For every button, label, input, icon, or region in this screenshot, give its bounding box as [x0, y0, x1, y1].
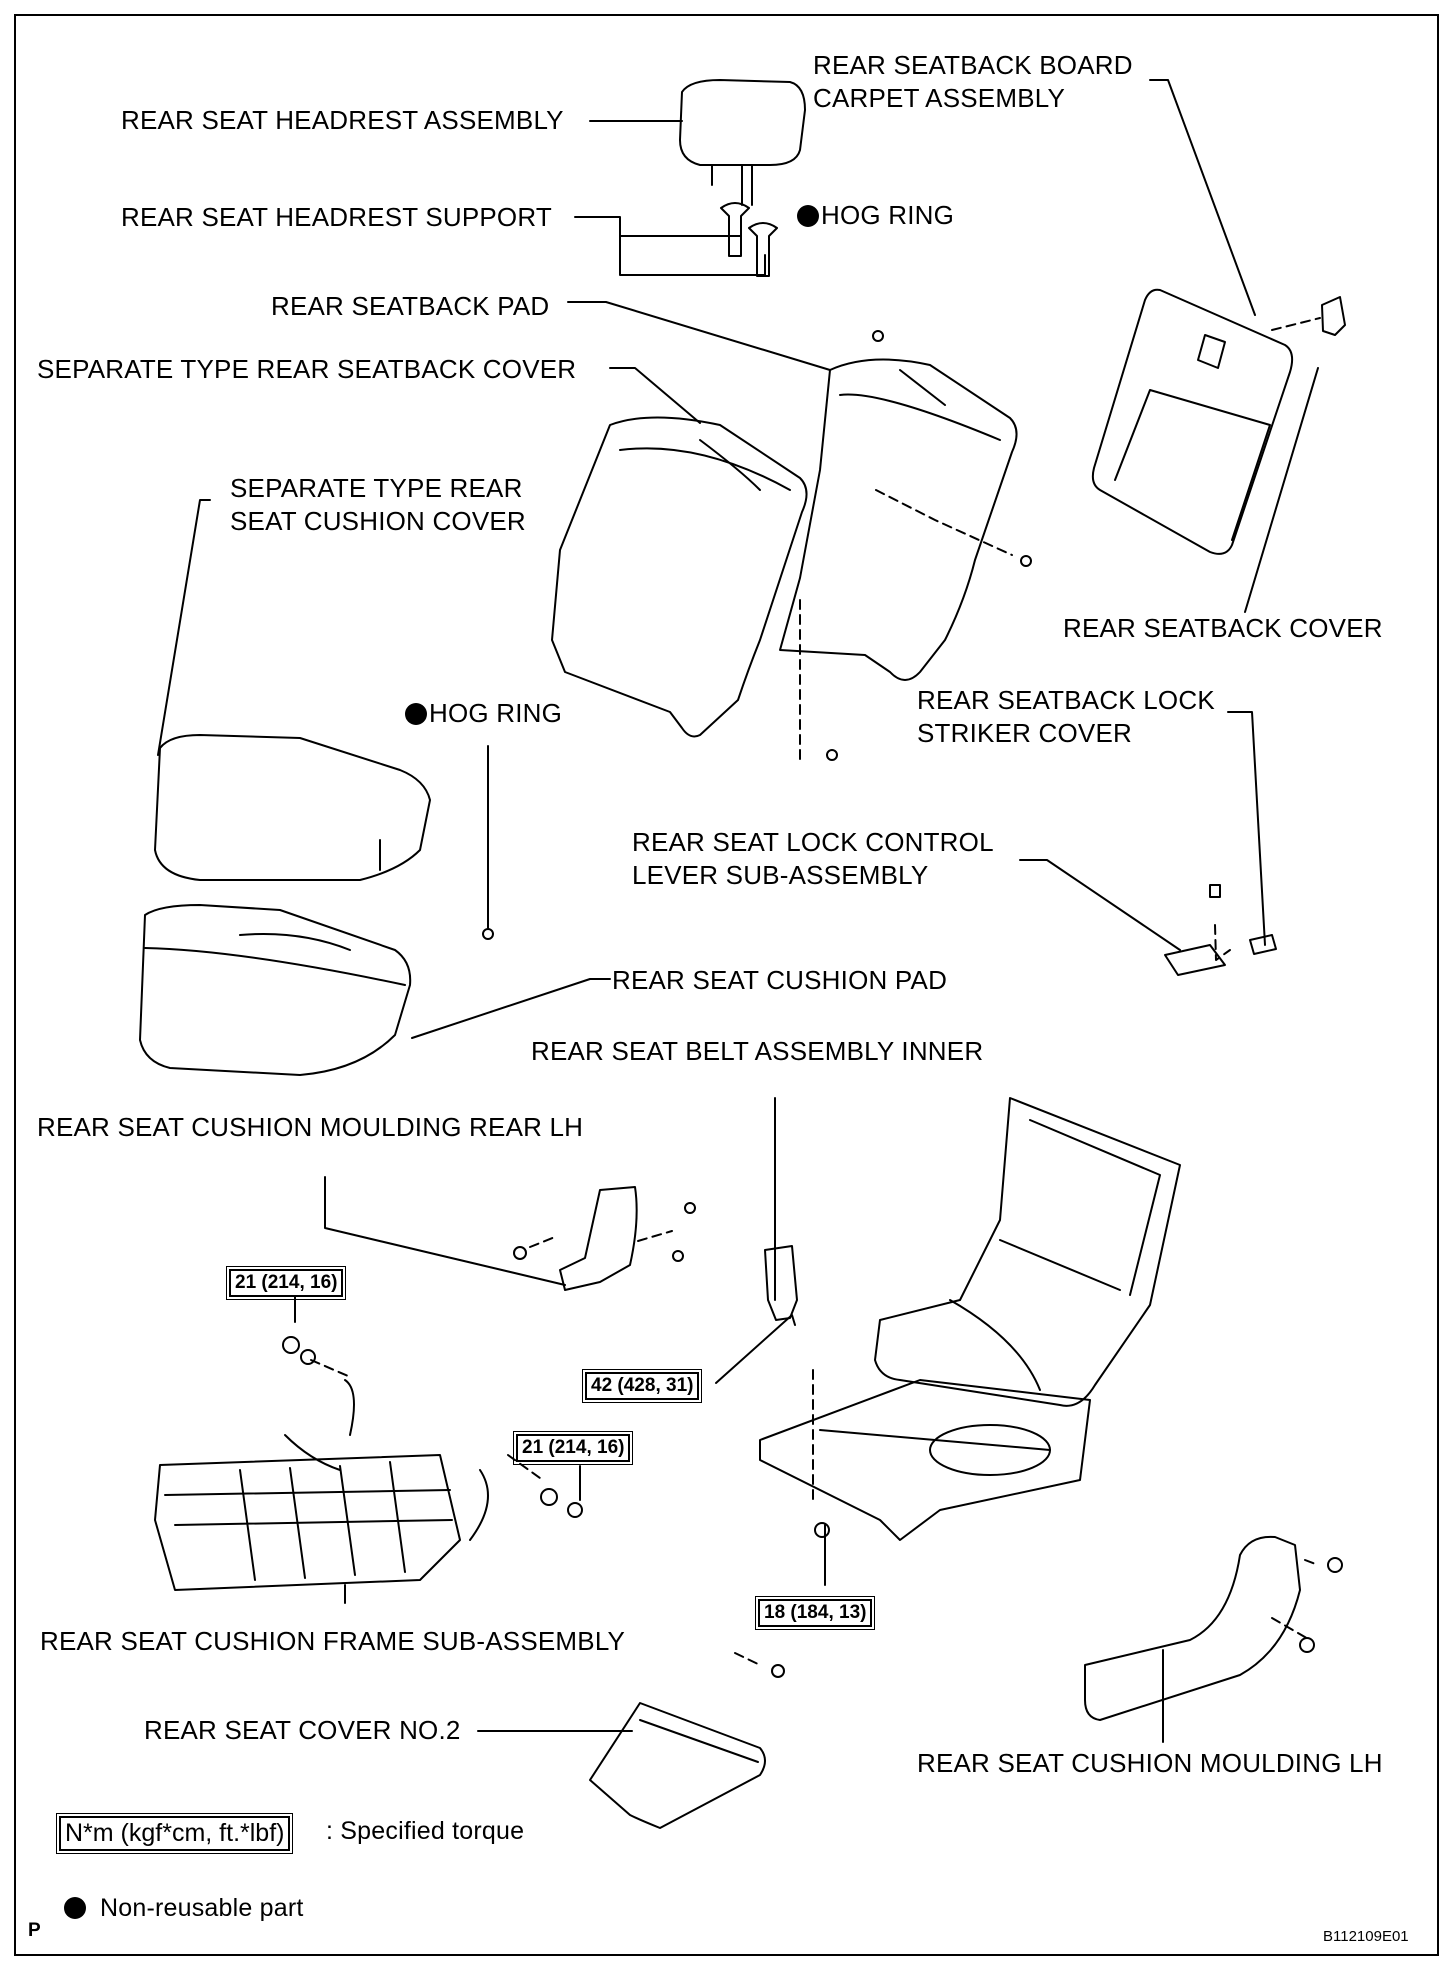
moulding-lh-drawing [1084, 1535, 1301, 1721]
cushion-cover-drawing [154, 734, 431, 881]
torque-spec-frame-rear: 21 (214, 16) [225, 1266, 347, 1300]
cushion-pad-drawing [139, 904, 412, 1076]
hog-ring-text: HOG RING [821, 200, 955, 230]
label-lock-lever-line2: LEVER SUB-ASSEMBLY [632, 860, 929, 890]
hog-ring-mid-drawing [482, 928, 494, 940]
label-moulding-rear-lh: REAR SEAT CUSHION MOULDING REAR LH [37, 1112, 584, 1142]
headrest-supports-drawing [720, 202, 778, 277]
figure-code: B112109E01 [1323, 1928, 1409, 1945]
torque-spec-frame-side: 21 (214, 16) [512, 1431, 634, 1465]
striker-clip-drawing [1321, 296, 1346, 336]
legend-nonreusable-text: Non-reusable part [100, 1894, 304, 1922]
seatback-cover-separate-drawing [551, 416, 808, 738]
label-board-carpet-line2: CARPET ASSEMBLY [813, 83, 1066, 113]
page-mark: P [28, 1920, 41, 1941]
fasteners-drawing [282, 555, 1343, 1678]
label-hog-ring-mid: HOG RING [405, 697, 562, 730]
label-seatback-cover: REAR SEATBACK COVER [1063, 613, 1383, 643]
torque-spec-seatback-frame: 18 (184, 13) [754, 1596, 876, 1630]
label-cushion-pad: REAR SEAT CUSHION PAD [612, 965, 948, 995]
nonreusable-dot-icon [64, 1897, 86, 1919]
hog-ring-top-drawing [872, 330, 884, 342]
diagram-frame [14, 14, 1439, 1956]
hog-ring-text: HOG RING [429, 698, 563, 728]
label-cover-no2: REAR SEAT COVER NO.2 [144, 1715, 461, 1745]
leader-lines [157, 79, 1319, 1743]
board-carpet-drawing [1091, 288, 1294, 555]
legend-torque-desc: : Specified torque [326, 1817, 525, 1845]
headrest-drawing [679, 79, 806, 206]
torque-spec-belt: 42 (428, 31) [581, 1369, 703, 1403]
label-headrest-support: REAR SEAT HEADREST SUPPORT [121, 202, 552, 232]
label-hog-ring-top: HOG RING [797, 199, 954, 232]
lock-lever-drawing [1164, 884, 1277, 976]
seatback-frame-drawing [759, 1097, 1181, 1541]
cushion-frame-drawing [154, 1379, 489, 1591]
label-cushion-cover-line1: SEPARATE TYPE REAR [230, 473, 523, 503]
label-cushion-cover-line2: SEAT CUSHION COVER [230, 506, 526, 536]
label-board-carpet-line1: REAR SEATBACK BOARD [813, 50, 1133, 80]
label-lock-lever-line1: REAR SEAT LOCK CONTROL [632, 827, 994, 857]
dashed-lines [310, 317, 1321, 1666]
label-seatback-cover-separate: SEPARATE TYPE REAR SEATBACK COVER [37, 354, 577, 384]
cover-no2-drawing [589, 1702, 766, 1829]
moulding-rear-lh-drawing [559, 1186, 638, 1291]
legend-nonreusable: Non-reusable part [64, 1892, 304, 1925]
label-lock-striker-line1: REAR SEATBACK LOCK [917, 685, 1215, 715]
legend-torque-box: N*m (kgf*cm, ft.*lbf) [55, 1813, 294, 1854]
label-cushion-frame: REAR SEAT CUSHION FRAME SUB-ASSEMBLY [40, 1626, 626, 1656]
label-belt-inner: REAR SEAT BELT ASSEMBLY INNER [531, 1036, 984, 1066]
label-moulding-lh: REAR SEAT CUSHION MOULDING LH [917, 1748, 1383, 1778]
nonreusable-dot-icon [797, 205, 819, 227]
label-lock-striker-line2: STRIKER COVER [917, 718, 1132, 748]
label-seatback-pad: REAR SEATBACK PAD [271, 291, 550, 321]
seatback-pad-drawing [779, 358, 1018, 681]
label-headrest-assembly: REAR SEAT HEADREST ASSEMBLY [121, 105, 564, 135]
nonreusable-dot-icon [405, 703, 427, 725]
belt-buckle-drawing [764, 1245, 798, 1321]
